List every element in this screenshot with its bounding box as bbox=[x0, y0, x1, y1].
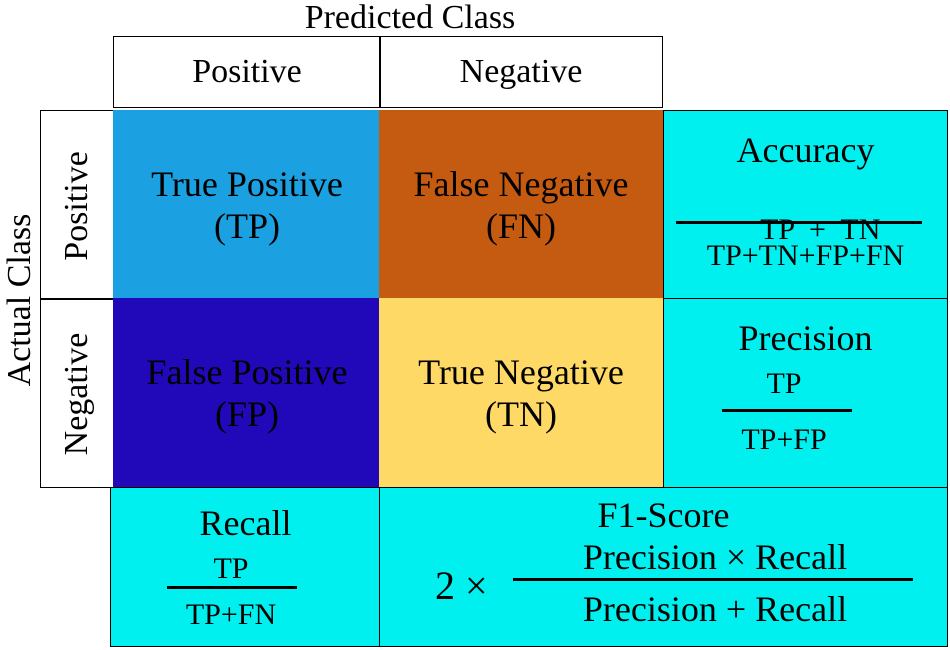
recall-fraction-bar bbox=[167, 586, 297, 589]
accuracy-denominator: TP+TN+FP+FN bbox=[706, 239, 905, 272]
false-positive-cell: False Positive (FP) bbox=[113, 298, 381, 488]
f1-score-title: F1-Score bbox=[597, 495, 730, 535]
actual-class-title: Actual Class bbox=[1, 213, 38, 387]
predicted-header-positive: Positive bbox=[113, 36, 381, 108]
precision-numerator: TP bbox=[766, 367, 802, 400]
precision-denominator: TP+FP bbox=[741, 423, 827, 456]
f1-score-box: F1-Score 2 × Precision × Recall Precisio… bbox=[379, 487, 948, 647]
precision-fraction-bar bbox=[722, 409, 852, 412]
accuracy-title: Accuracy bbox=[736, 130, 875, 170]
true-positive-cell: True Positive (TP) bbox=[113, 110, 381, 300]
recall-box: Recall TP TP+FN bbox=[110, 487, 381, 647]
recall-denominator: TP+FN bbox=[185, 598, 277, 631]
recall-title: Recall bbox=[199, 503, 292, 543]
true-negative-cell: True Negative (TN) bbox=[379, 298, 663, 488]
recall-numerator: TP bbox=[213, 552, 249, 585]
precision-box: Precision TP TP+FP bbox=[663, 298, 948, 488]
accuracy-box: Accuracy TP + TN TP+TN+FP+FN bbox=[663, 110, 948, 300]
false-negative-cell: False Negative (FN) bbox=[379, 110, 663, 300]
f1-score-denominator: Precision + Recall bbox=[582, 589, 848, 629]
accuracy-fraction-bar bbox=[676, 221, 922, 224]
f1-score-fraction-bar bbox=[513, 578, 913, 581]
f1-score-factor: 2 × bbox=[435, 563, 488, 608]
precision-title: Precision bbox=[738, 318, 873, 358]
actual-header-positive: Positive bbox=[40, 110, 114, 300]
actual-header-negative: Negative bbox=[40, 298, 114, 488]
f1-score-numerator: Precision × Recall bbox=[582, 537, 848, 577]
accuracy-numerator: TP + TN bbox=[760, 213, 881, 246]
predicted-class-title: Predicted Class bbox=[304, 0, 516, 36]
predicted-header-negative: Negative bbox=[379, 36, 663, 108]
